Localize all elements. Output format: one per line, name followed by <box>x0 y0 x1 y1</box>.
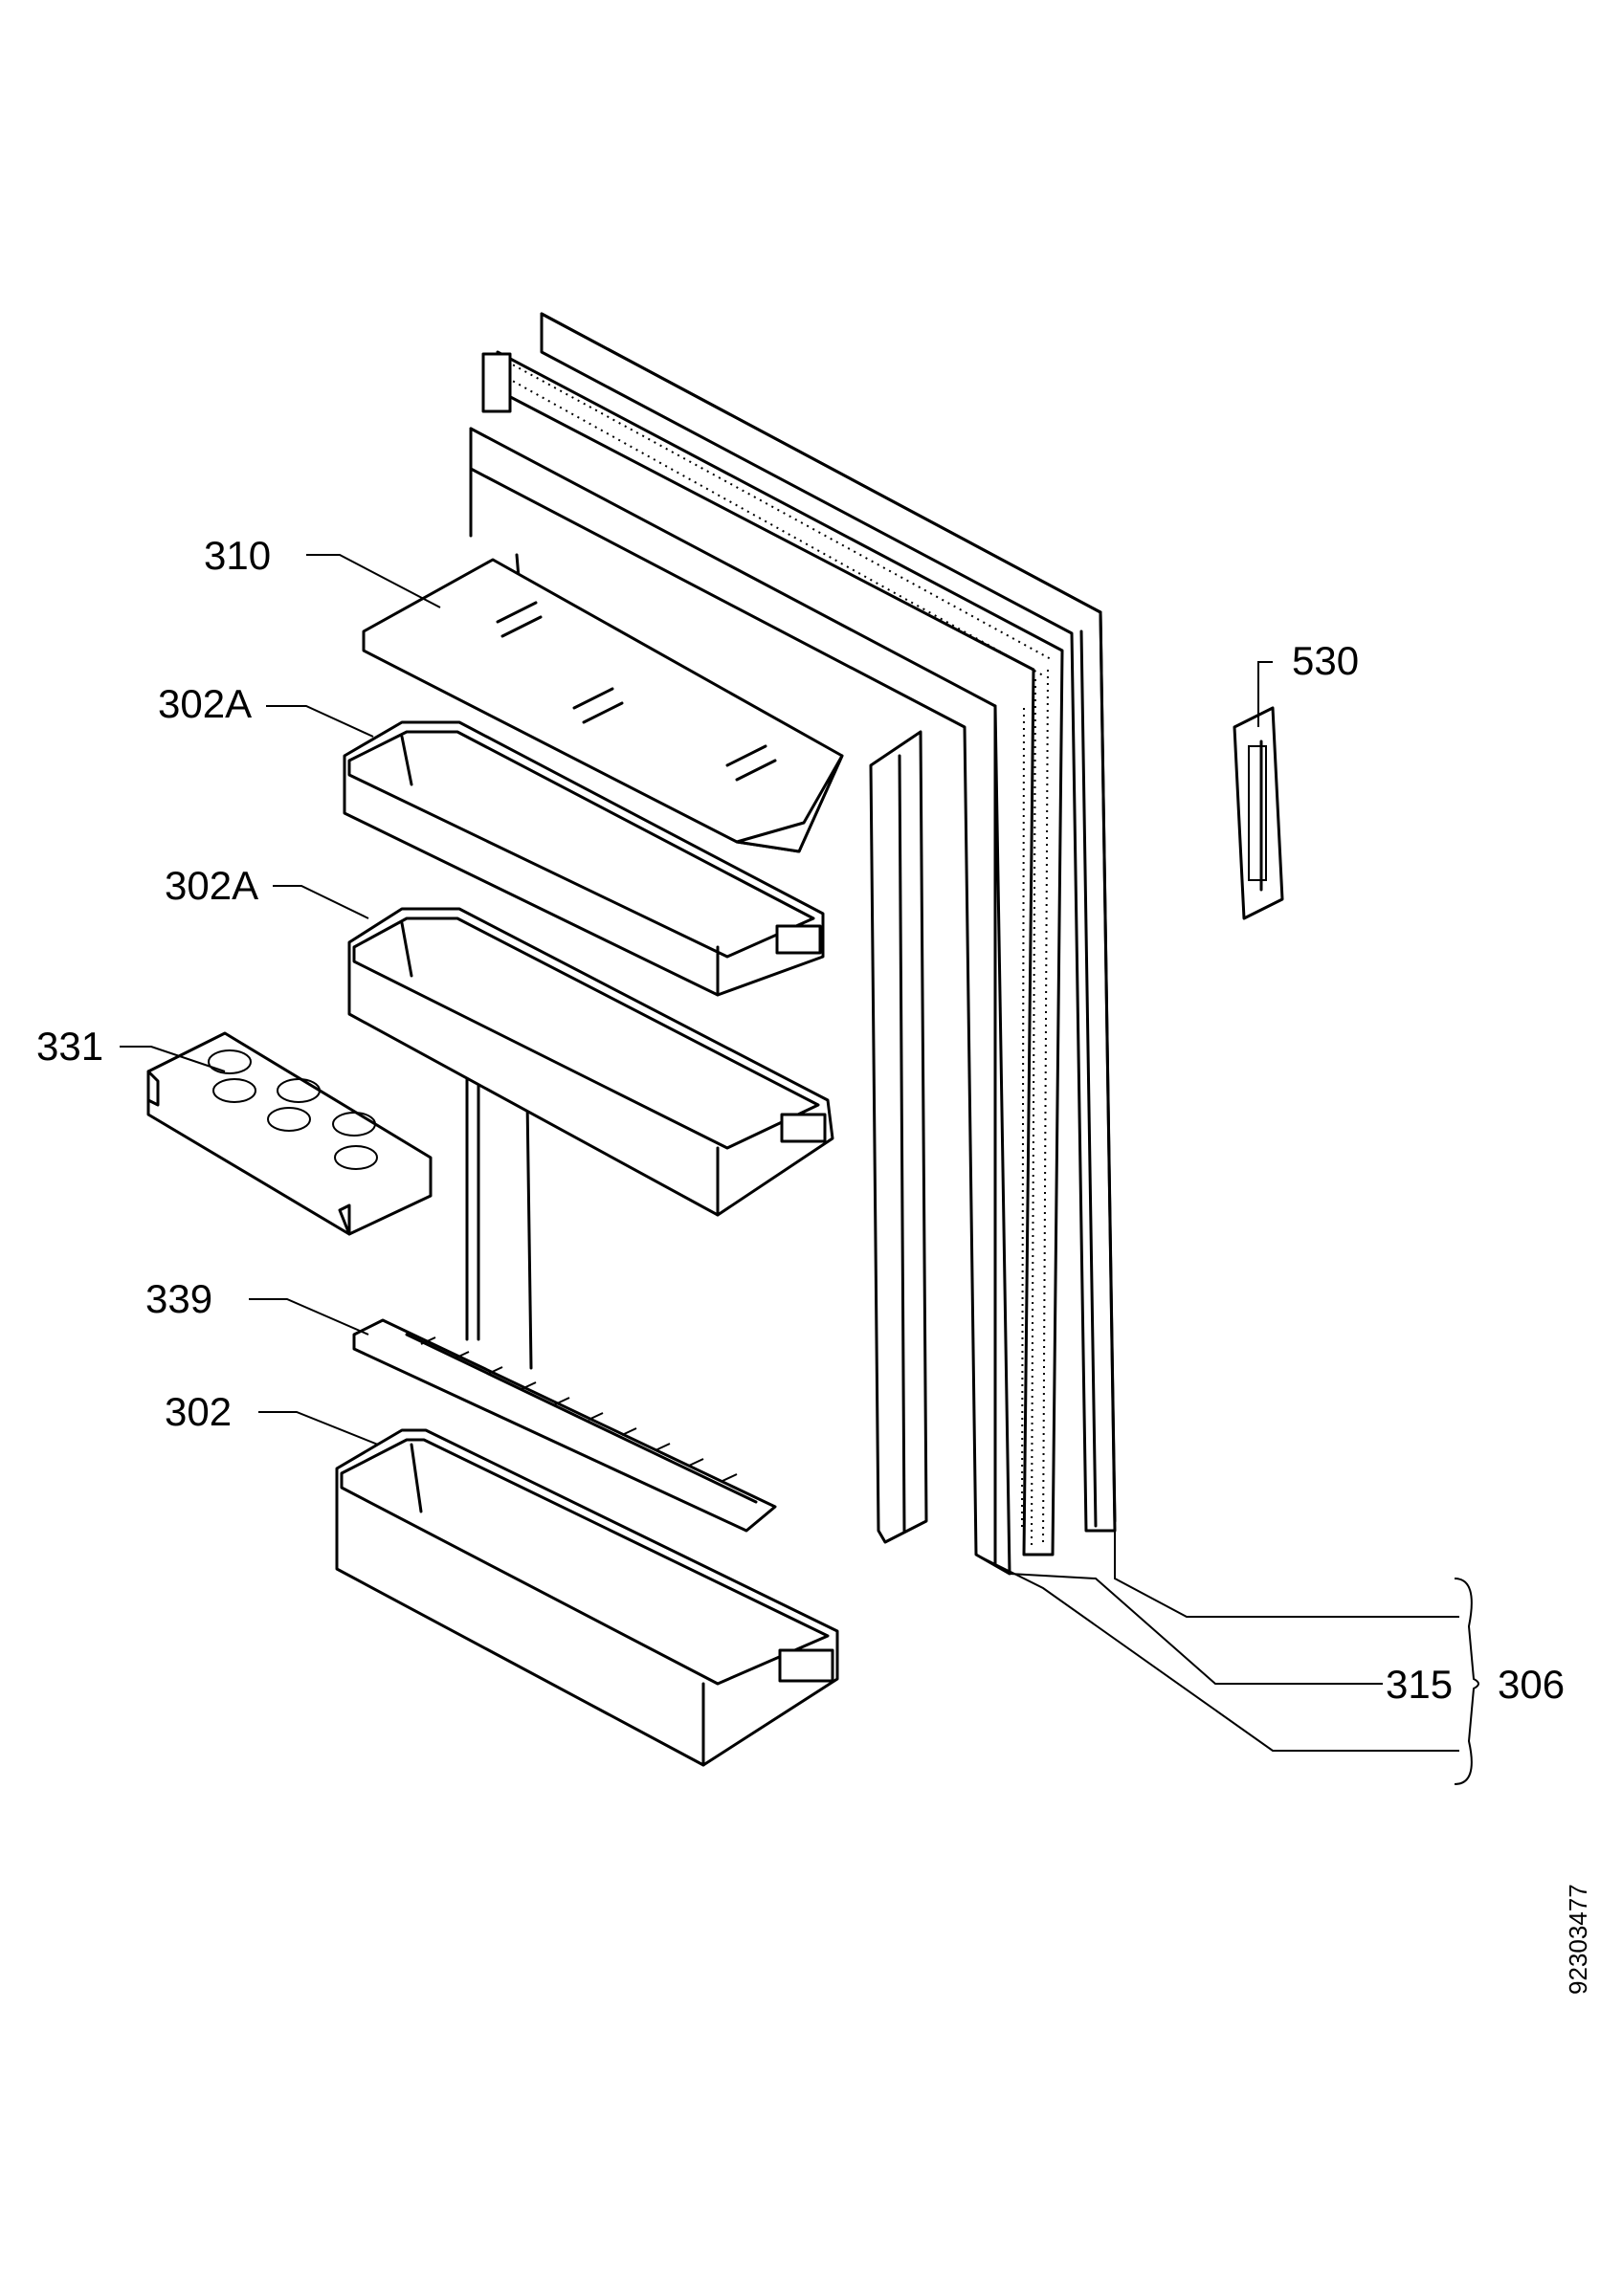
label-handle: 530 <box>1292 638 1359 683</box>
label-shelf-cover: 310 <box>204 533 271 578</box>
shelf-cover-part <box>362 558 844 853</box>
label-door-assembly: 306 <box>1498 1662 1565 1707</box>
label-door-balcony-lower: 302 <box>165 1389 232 1434</box>
door-outer-panel <box>540 312 1117 1533</box>
leader-lines <box>120 554 1479 1785</box>
egg-tray-part <box>146 1031 433 1236</box>
door-insulation-layers <box>481 350 1064 1556</box>
door-balcony-middle-part <box>347 907 834 1217</box>
label-door-balcony-middle: 302A <box>165 863 258 908</box>
bottle-retainer-part <box>352 1318 777 1533</box>
label-bottle-retainer: 339 <box>145 1276 212 1321</box>
door-balcony-upper-part <box>343 720 825 997</box>
label-door-balcony-upper: 302A <box>158 681 252 726</box>
drawing-number: 92303477 <box>1564 1884 1592 1995</box>
door-balcony-lower-part <box>335 1428 839 1767</box>
door-gasket-strip <box>869 730 928 1544</box>
label-gasket: 315 <box>1386 1662 1453 1707</box>
handle-part <box>1233 706 1284 920</box>
label-egg-tray: 331 <box>36 1024 103 1069</box>
